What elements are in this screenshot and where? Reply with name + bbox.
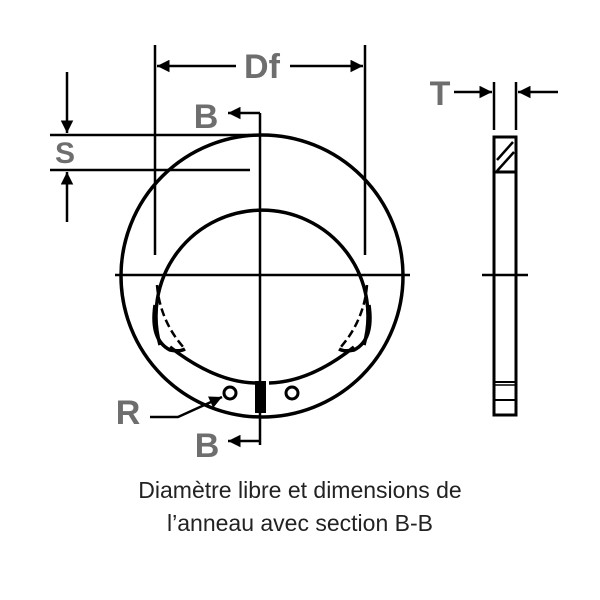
lug-right bbox=[338, 304, 372, 353]
lug-hole-right bbox=[284, 385, 300, 401]
side-section-view bbox=[482, 135, 528, 417]
r-leader bbox=[150, 395, 223, 419]
ring-inner-edge bbox=[154, 208, 370, 346]
ring-inner-bottom bbox=[168, 345, 356, 385]
label-r: R bbox=[116, 394, 141, 432]
caption: Diamètre libre et dimensions de l’anneau… bbox=[0, 474, 600, 540]
label-b-top: B bbox=[194, 98, 219, 136]
label-t: T bbox=[430, 75, 451, 113]
lug-hole-left bbox=[222, 385, 238, 401]
caption-line-1: Diamètre libre et dimensions de bbox=[138, 477, 462, 503]
label-df: Df bbox=[244, 48, 281, 86]
bore-dashed-right bbox=[338, 284, 369, 350]
label-s: S bbox=[55, 137, 75, 170]
bore-dashed-left bbox=[155, 284, 186, 350]
caption-line-2: l’anneau avec section B-B bbox=[167, 510, 433, 536]
lug-left bbox=[152, 304, 186, 353]
label-b-bottom: B bbox=[195, 427, 220, 465]
